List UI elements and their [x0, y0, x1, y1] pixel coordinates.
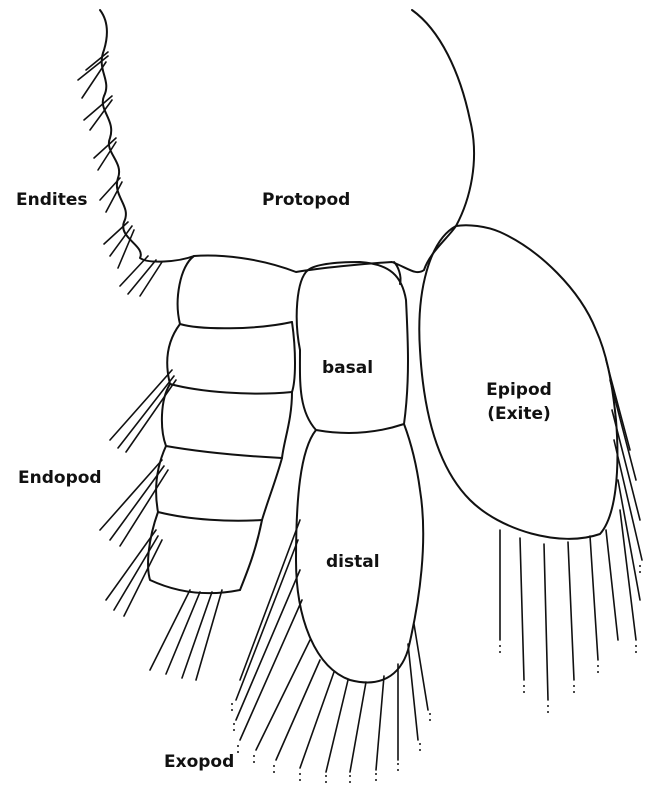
label-distal: distal	[326, 552, 380, 572]
label-exite: (Exite)	[464, 404, 574, 424]
label-protopod: Protopod	[262, 190, 350, 210]
exopod-setae-tips	[231, 703, 431, 783]
exopod-basal-outline	[297, 262, 408, 433]
label-endopod: Endopod	[18, 468, 102, 488]
label-epipod: Epipod	[464, 380, 574, 400]
label-exopod: Exopod	[164, 752, 234, 772]
label-basal: basal	[322, 358, 373, 378]
label-endites: Endites	[16, 190, 88, 210]
endopod-segments	[148, 256, 295, 593]
protopod-outline	[100, 10, 474, 272]
